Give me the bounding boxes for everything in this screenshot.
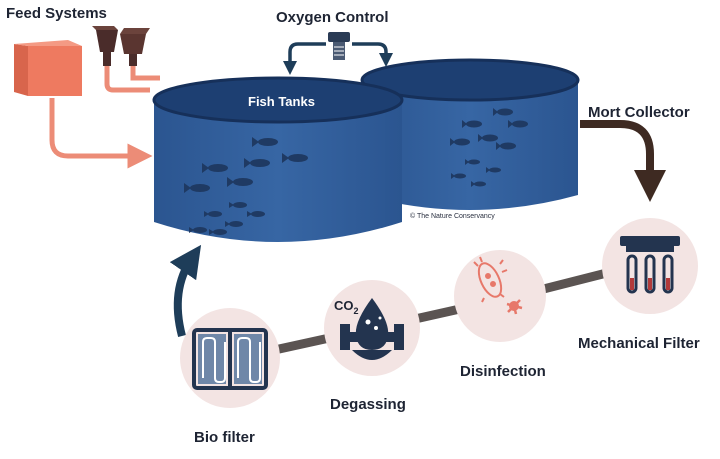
- disinfection-label: Disinfection: [460, 363, 546, 380]
- mort-collector-label: Mort Collector: [588, 104, 690, 121]
- feed-systems-label: Feed Systems: [6, 5, 107, 22]
- degassing-label: Degassing: [330, 396, 406, 413]
- oxygen-arrow-right: [352, 42, 393, 67]
- co2-label: CO2: [334, 298, 359, 316]
- oxygen-control-label: Oxygen Control: [276, 9, 389, 26]
- fish-tanks-label: Fish Tanks: [248, 94, 315, 109]
- mechanical-filter-label: Mechanical Filter: [578, 335, 700, 352]
- oxygen-arrow-left: [283, 42, 326, 75]
- disinfection-station: [454, 250, 546, 342]
- feed-arrow: [49, 98, 153, 169]
- oxygen-valve-icon: [328, 32, 350, 60]
- copyright-label: © The Nature Conservancy: [410, 212, 495, 220]
- biofilter-icon: [192, 328, 268, 390]
- degassing-station: CO2: [324, 280, 420, 376]
- mechanical-filter-icon: [620, 236, 680, 294]
- fish-tank-right: [360, 58, 580, 210]
- biofilter-return-arrow: [169, 244, 202, 338]
- biofilter-label: Bio filter: [194, 429, 255, 446]
- mechanical-filter-station: [602, 218, 698, 314]
- feed-systems-unit: [14, 26, 160, 96]
- fish-school-left: [184, 137, 308, 235]
- mort-collector-arrow: [580, 120, 666, 202]
- degassing-icon: [340, 298, 404, 360]
- treatment-pipe: [210, 257, 655, 368]
- fish-school-right: [450, 108, 528, 187]
- bacteria-icon: [473, 256, 523, 315]
- fish-tank-left: [152, 76, 404, 242]
- biofilter-station: [180, 308, 280, 408]
